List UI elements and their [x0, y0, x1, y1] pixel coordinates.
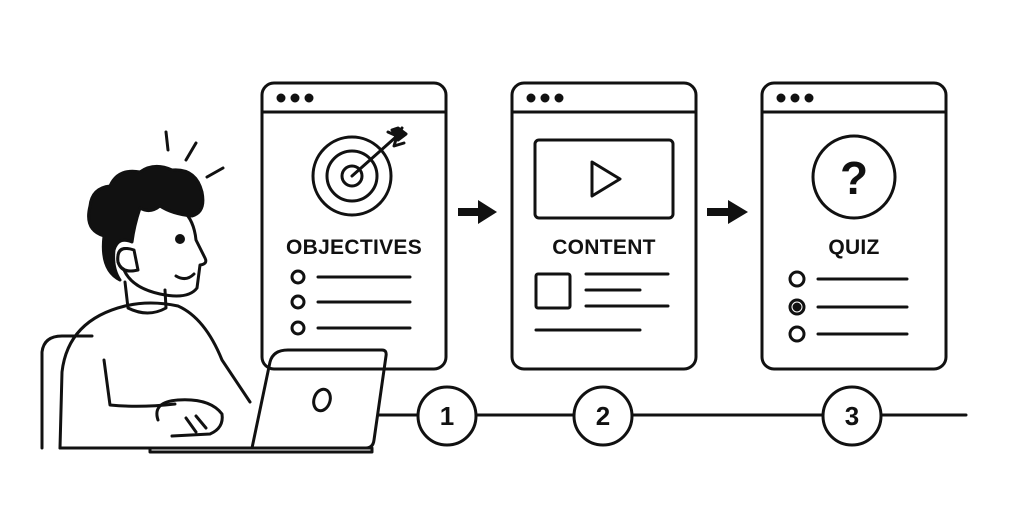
- panel-title-content: CONTENT: [552, 236, 656, 259]
- step-circle-3: [821, 385, 883, 447]
- arrow-objectives-to-content: [458, 200, 497, 224]
- arm: [102, 358, 177, 408]
- question-icon: [811, 134, 897, 220]
- quiz-option-3[interactable]: [788, 325, 806, 343]
- person-illustration: [40, 130, 252, 450]
- question-mark: ?: [840, 152, 868, 204]
- objectives-checklist: [290, 269, 412, 336]
- play-video-icon: [533, 138, 675, 220]
- panel-content: [510, 81, 698, 371]
- quiz-options: [788, 270, 909, 343]
- hand: [155, 398, 224, 438]
- content-text-block: [534, 272, 670, 332]
- step-circle-1: [416, 385, 478, 447]
- quiz-option-2[interactable]: [788, 298, 806, 316]
- step-label-1: 1: [440, 401, 454, 431]
- smile: [174, 272, 196, 281]
- arrow-content-to-quiz: [707, 200, 748, 224]
- panel-quiz: [760, 81, 948, 371]
- panel-objectives: [260, 81, 448, 371]
- attention-marks: [164, 130, 225, 179]
- hair: [87, 165, 205, 282]
- neck: [123, 280, 168, 315]
- panel-title-objectives: OBJECTIVES: [286, 236, 422, 259]
- laptop-base: [148, 446, 374, 454]
- step-circle-2: [572, 385, 634, 447]
- quiz-option-1[interactable]: [788, 270, 806, 288]
- torso: [58, 301, 252, 450]
- step-label-3: 3: [845, 401, 859, 431]
- panel-title-quiz: QUIZ: [828, 236, 879, 259]
- laptop: [148, 348, 388, 454]
- laptop-screen: [250, 348, 388, 450]
- eye: [175, 234, 185, 244]
- target-icon: [311, 126, 408, 217]
- step-circles: [416, 385, 883, 447]
- chair: [40, 334, 94, 450]
- step-label-2: 2: [596, 401, 610, 431]
- apple-logo-mark: [312, 387, 332, 413]
